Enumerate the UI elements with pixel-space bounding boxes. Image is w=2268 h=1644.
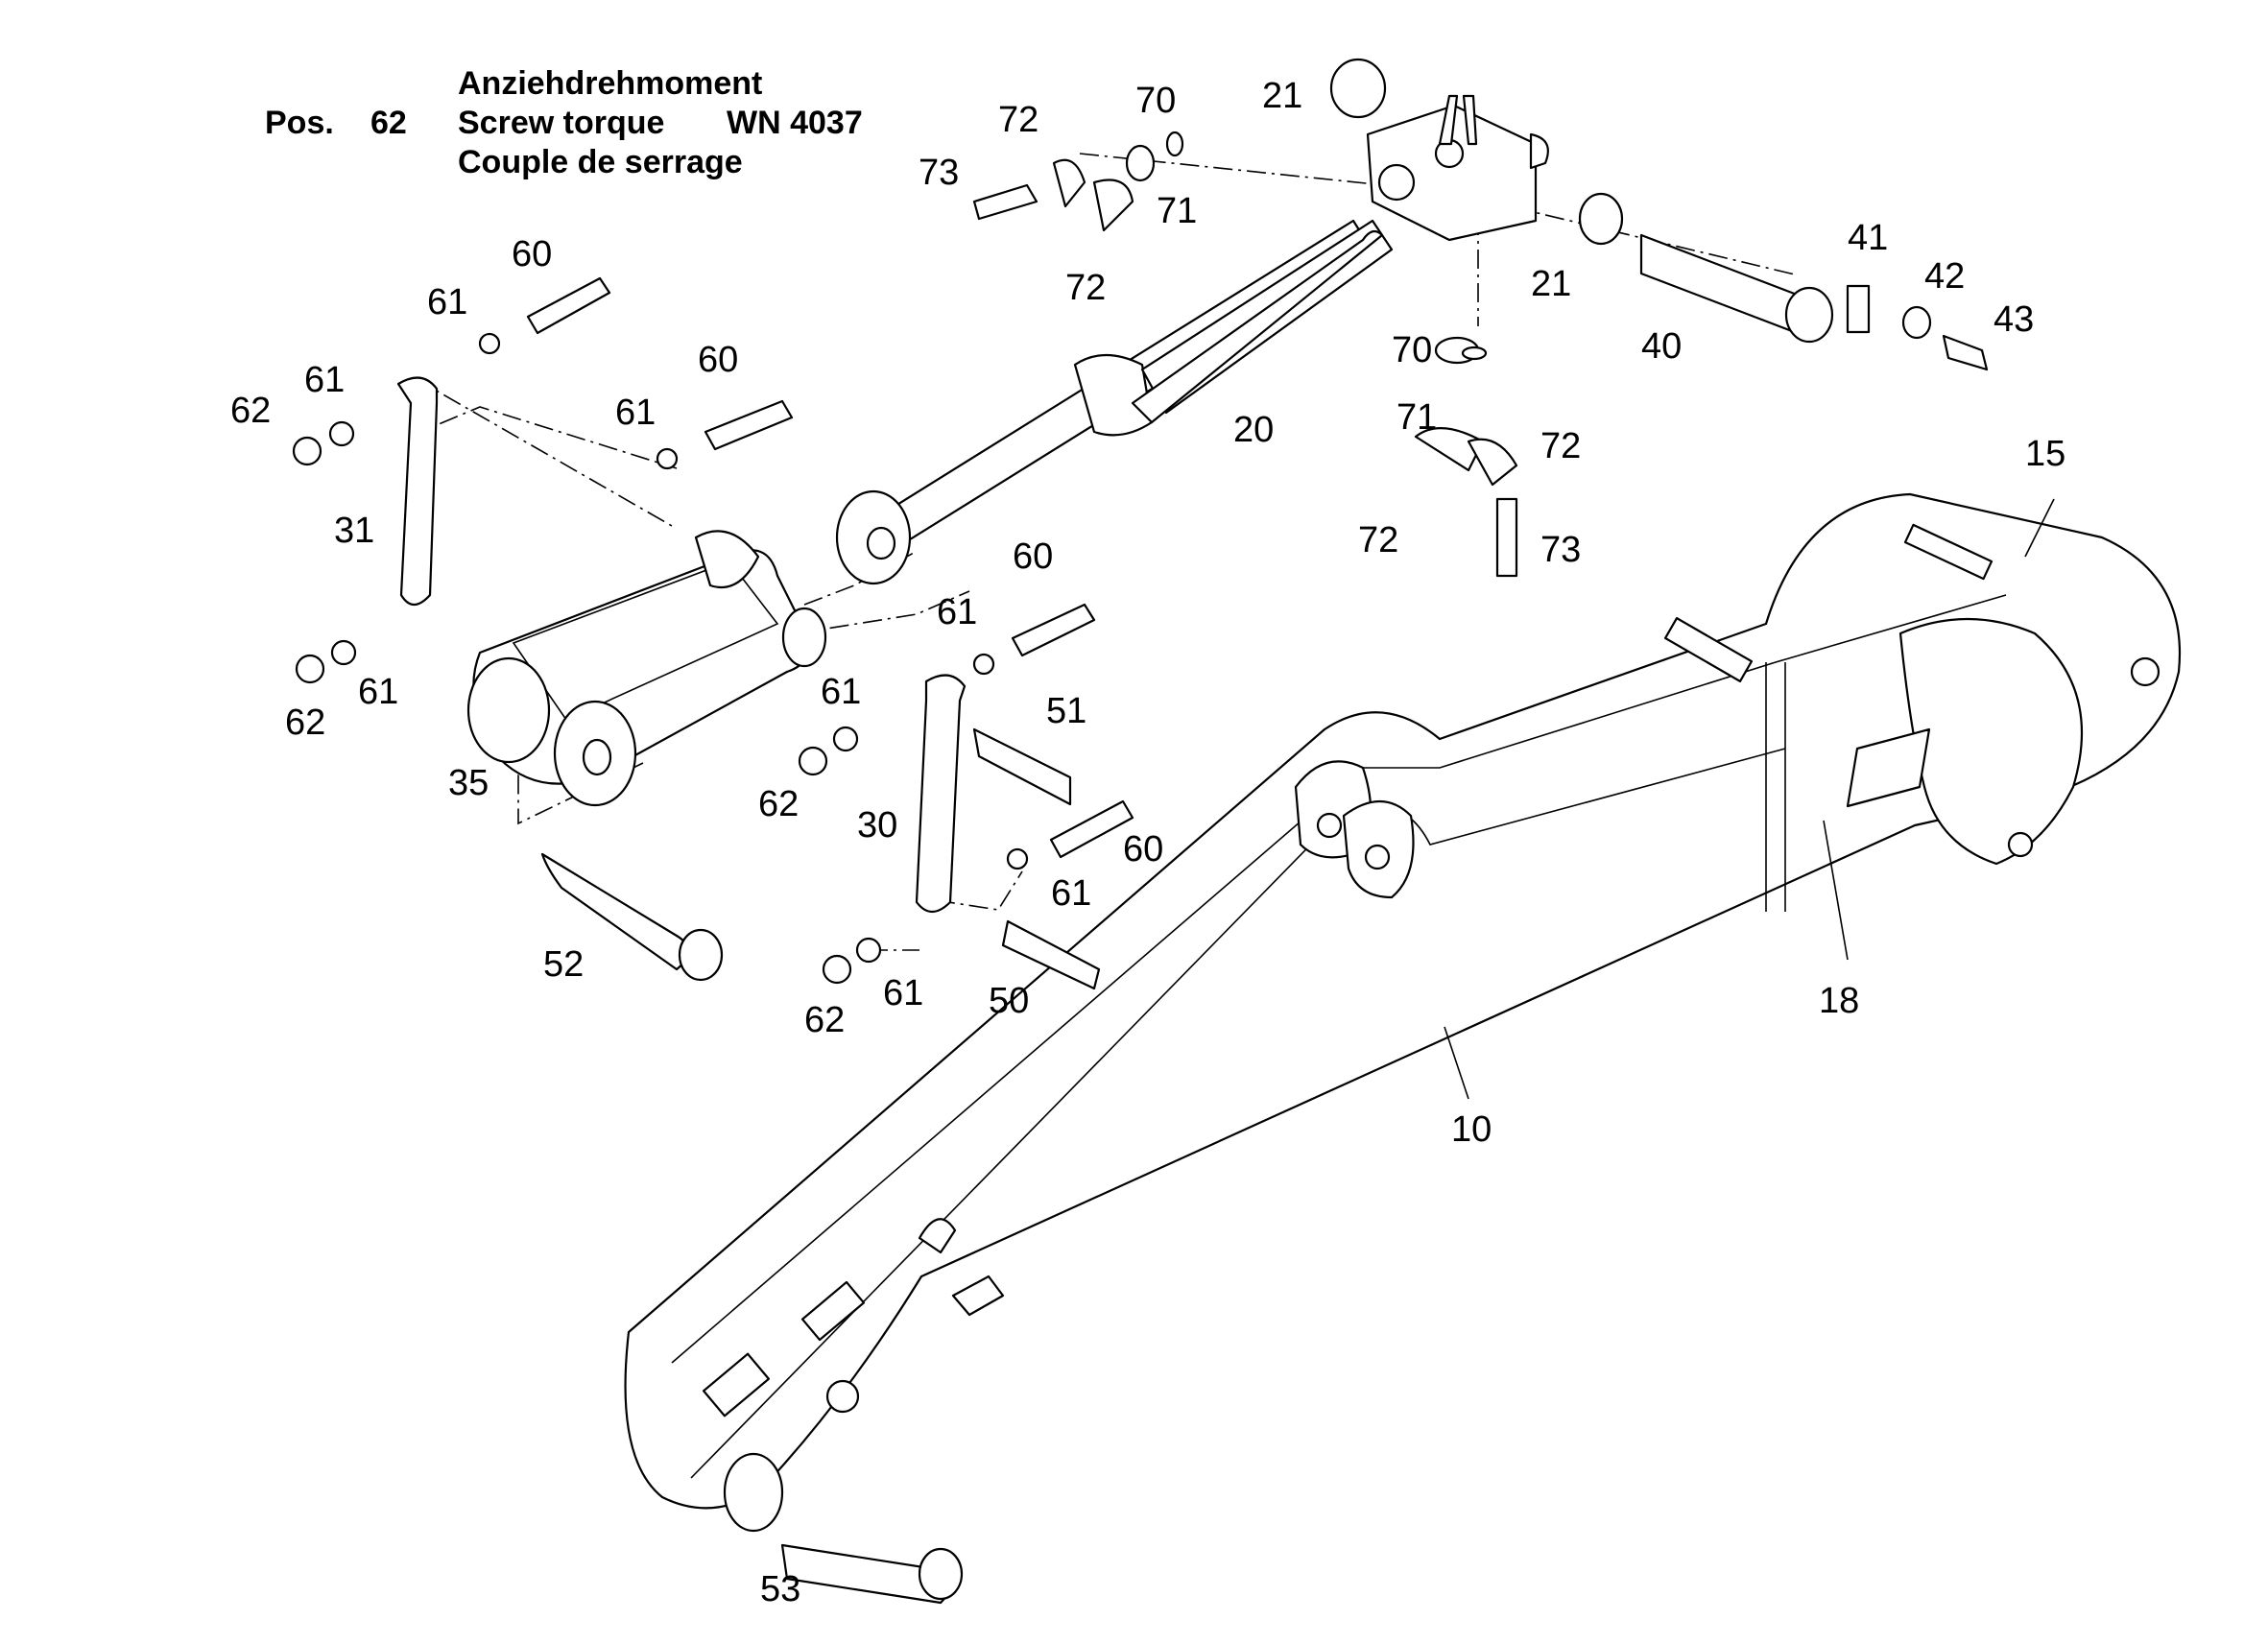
callout-35: 35 <box>448 763 489 803</box>
callout-61-e: 61 <box>937 592 977 632</box>
pins-and-hardware <box>292 58 1989 1605</box>
callout-61-a: 61 <box>427 282 467 322</box>
callout-61-b: 61 <box>304 360 345 400</box>
callout-51: 51 <box>1046 691 1086 731</box>
callout-20: 20 <box>1233 410 1274 450</box>
main-boom <box>624 492 2182 1533</box>
callout-42: 42 <box>1924 256 1965 297</box>
callout-21-lower: 21 <box>1531 264 1571 304</box>
pos-number: 62 <box>370 105 407 141</box>
leader-lines <box>1444 498 2055 1100</box>
callout-62-d: 62 <box>804 1000 845 1040</box>
callout-62-a: 62 <box>230 391 271 431</box>
callout-52: 52 <box>543 944 584 985</box>
callout-70-lower: 70 <box>1392 330 1432 370</box>
callout-73-a: 73 <box>919 153 959 193</box>
callout-15: 15 <box>2025 434 2065 474</box>
callout-61-f: 61 <box>821 672 861 712</box>
callout-61-h: 61 <box>883 973 923 1013</box>
callout-72-d: 72 <box>1358 520 1398 560</box>
callout-62-b: 62 <box>285 703 325 743</box>
callout-43: 43 <box>1993 299 2034 340</box>
callout-71-top: 71 <box>1157 191 1197 231</box>
callout-60-c: 60 <box>1013 536 1053 577</box>
callout-62-c: 62 <box>758 784 799 824</box>
callout-60-a: 60 <box>512 234 552 274</box>
callout-61-d: 61 <box>358 672 398 712</box>
lever-assembly <box>466 530 827 807</box>
callout-50: 50 <box>989 981 1029 1021</box>
torque-label-de: Anziehdrehmoment <box>458 65 763 102</box>
callout-labels: 10 15 18 20 21 21 30 31 35 40 41 42 43 5… <box>230 76 2065 1609</box>
callout-53: 53 <box>760 1569 800 1609</box>
callout-61-g: 61 <box>1051 873 1091 914</box>
hydraulic-cylinder <box>835 94 1549 585</box>
callout-72-b: 72 <box>1065 268 1106 308</box>
callout-72-a: 72 <box>998 100 1039 140</box>
torque-label-en: Screw torque <box>458 105 665 141</box>
callout-41: 41 <box>1848 218 1888 258</box>
callout-30: 30 <box>857 805 897 846</box>
callout-61-c: 61 <box>615 393 656 433</box>
torque-standard: WN 4037 <box>727 105 863 141</box>
callout-40: 40 <box>1641 326 1682 367</box>
callout-71-lower: 71 <box>1397 397 1437 438</box>
callout-70-top: 70 <box>1135 81 1176 121</box>
callout-21-top: 21 <box>1262 76 1302 116</box>
callout-60-b: 60 <box>698 340 738 380</box>
torque-label-fr: Couple de serrage <box>458 144 743 180</box>
callout-10: 10 <box>1451 1109 1492 1150</box>
callout-72-c: 72 <box>1540 426 1581 466</box>
pos-label: Pos. <box>265 105 334 141</box>
callout-73-b: 73 <box>1540 530 1581 570</box>
callout-18: 18 <box>1819 981 1859 1021</box>
callout-60-d: 60 <box>1123 829 1163 870</box>
callout-31: 31 <box>334 511 374 551</box>
link-rods <box>396 376 967 914</box>
